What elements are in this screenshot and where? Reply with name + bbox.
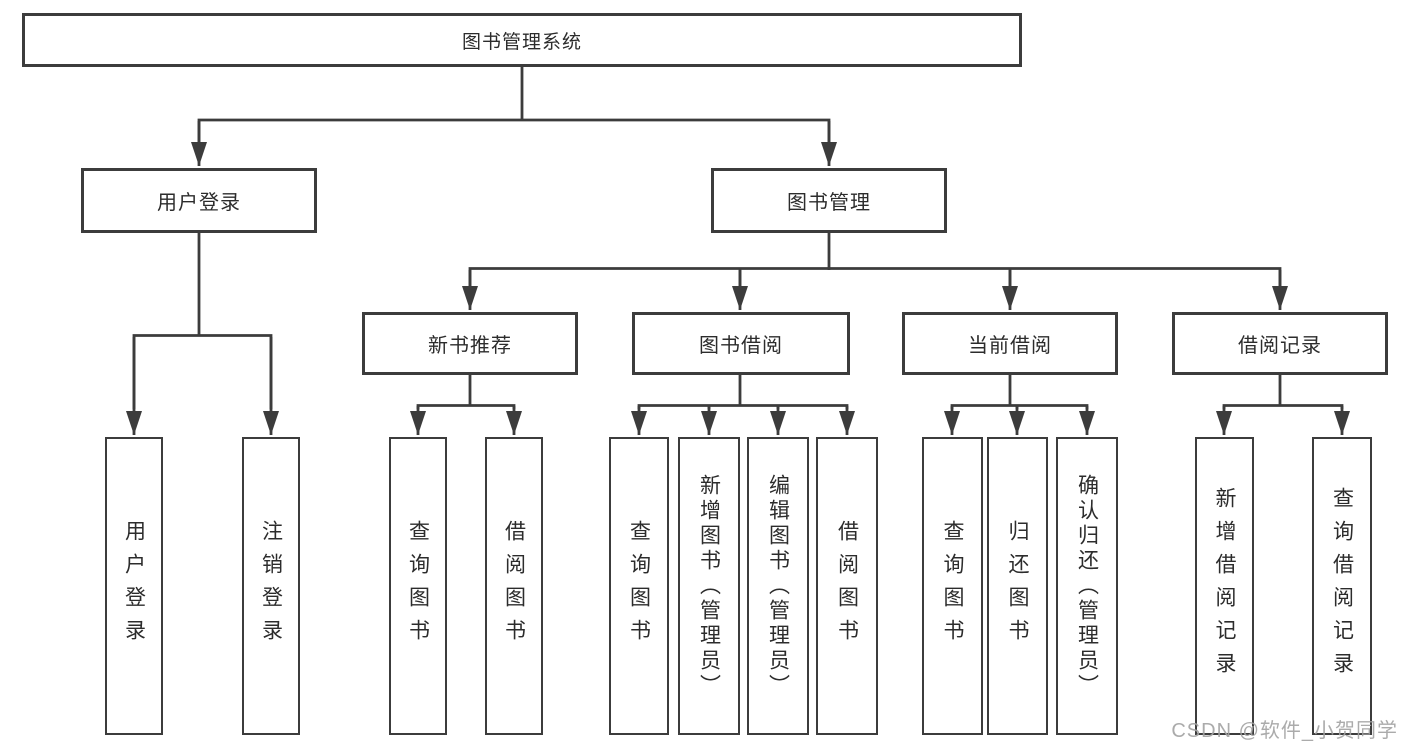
- leaf-borrow-books-recommend: 借阅图书: [485, 437, 543, 735]
- node-borrow-records: 借阅记录: [1172, 312, 1388, 375]
- leaf-query-books-current: 查询图书: [922, 437, 983, 735]
- node-new-book-recommend: 新书推荐: [362, 312, 578, 375]
- node-book-management: 图书管理: [711, 168, 947, 233]
- connector-newbooks-to-leaves: [410, 374, 522, 435]
- node-root-library-system: 图书管理系统: [22, 13, 1022, 67]
- node-user-login: 用户登录: [81, 168, 317, 233]
- leaf-query-borrow-record: 查询借阅记录: [1312, 437, 1372, 735]
- leaf-edit-book-admin: 编辑图书（管理员）: [747, 437, 809, 735]
- connector-current-to-leaves: [944, 374, 1095, 435]
- node-book-borrow: 图书借阅: [632, 312, 850, 375]
- leaf-logout-login: 注销登录: [242, 437, 300, 735]
- leaf-confirm-return-admin: 确认归还（管理员）: [1056, 437, 1118, 735]
- connector-borrow-to-leaves: [631, 374, 855, 435]
- node-current-borrow: 当前借阅: [902, 312, 1118, 375]
- connector-root-to-level2: [191, 66, 837, 166]
- connector-userlogin-to-leaves: [126, 233, 279, 435]
- leaf-borrow-books: 借阅图书: [816, 437, 878, 735]
- leaf-query-books-recommend: 查询图书: [389, 437, 447, 735]
- leaf-user-login: 用户登录: [105, 437, 163, 735]
- leaf-return-book: 归还图书: [987, 437, 1048, 735]
- connector-records-to-leaves: [1216, 374, 1350, 435]
- leaf-query-books-borrow: 查询图书: [609, 437, 669, 735]
- csdn-watermark: CSDN @软件_小贺同学: [1171, 720, 1398, 742]
- leaf-add-borrow-record: 新增借阅记录: [1195, 437, 1254, 735]
- leaf-add-book-admin: 新增图书（管理员）: [678, 437, 740, 735]
- connector-bookmgmt-to-level3: [462, 233, 1288, 310]
